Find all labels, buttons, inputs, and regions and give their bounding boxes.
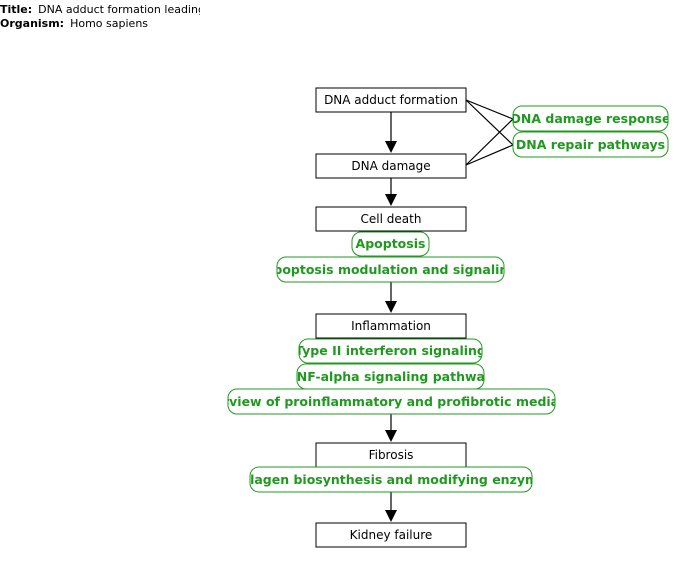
pathway-proinflammatory-mediators[interactable]: Overview of proinflammatory and profibro… <box>196 388 588 415</box>
pathway-dna-repair-pathways[interactable]: DNA repair pathways <box>512 131 669 158</box>
pathway-dna-damage-response[interactable]: DNA damage response <box>511 105 671 132</box>
pathway-label: Collagen biosynthesis and modifying enzy… <box>228 472 554 487</box>
edge-damage-repair <box>465 144 514 166</box>
organism-value: Homo sapiens <box>70 17 149 30</box>
node-label: DNA damage <box>351 159 430 173</box>
pathway-apoptosis[interactable]: Apoptosis <box>351 231 430 257</box>
edge-adduct-ddr <box>465 99 514 120</box>
arrowhead-damage-death <box>385 194 397 206</box>
node-label: DNA adduct formation <box>324 93 458 107</box>
edge-adduct-repair <box>465 99 514 146</box>
arrowhead-inflammation-fibrosis <box>385 430 397 442</box>
pathway-apoptosis-modulation[interactable]: Apoptosis modulation and signaling <box>264 256 518 283</box>
node-inflammation[interactable]: Inflammation <box>315 313 467 339</box>
pathway-type-ii-interferon[interactable]: Type II interferon signaling <box>295 338 486 364</box>
arrowhead-death-inflammation <box>385 301 397 313</box>
pathway-label: TNF-alpha signaling pathway <box>288 369 492 384</box>
organism-row: Organism: Homo sapiens <box>0 17 200 30</box>
title-row: Title: DNA adduct formation leading to ki… <box>0 3 200 16</box>
node-label: Inflammation <box>351 319 431 333</box>
arrowhead-fibrosis-failure <box>385 510 397 522</box>
pathway-label: Overview of proinflammatory and profibro… <box>196 394 588 409</box>
node-label: Kidney failure <box>350 528 433 542</box>
pathway-label: Apoptosis <box>356 236 426 251</box>
edge-damage-ddr <box>465 118 514 166</box>
arrowhead-adduct-damage <box>385 141 397 153</box>
pathway-label: DNA repair pathways <box>516 137 665 152</box>
node-label: Fibrosis <box>369 448 414 462</box>
node-dna-adduct-formation[interactable]: DNA adduct formation <box>315 87 467 113</box>
pathway-tnf-alpha[interactable]: TNF-alpha signaling pathway <box>288 363 492 390</box>
node-fibrosis[interactable]: Fibrosis <box>315 442 467 468</box>
organism-key: Organism: <box>0 17 65 30</box>
node-dna-damage[interactable]: DNA damage <box>315 153 467 179</box>
node-cell-death[interactable]: Cell death <box>315 206 467 232</box>
pathway-label: Apoptosis modulation and signaling <box>264 262 518 277</box>
title-key: Title: <box>0 3 33 16</box>
node-label: Cell death <box>361 212 422 226</box>
title-value: DNA adduct formation leading to kidney f… <box>38 3 200 16</box>
pathway-label: DNA damage response <box>511 111 671 126</box>
pathway-label: Type II interferon signaling <box>295 343 486 358</box>
pathway-collagen-biosynthesis[interactable]: Collagen biosynthesis and modifying enzy… <box>228 466 554 493</box>
node-kidney-failure[interactable]: Kidney failure <box>315 522 467 548</box>
